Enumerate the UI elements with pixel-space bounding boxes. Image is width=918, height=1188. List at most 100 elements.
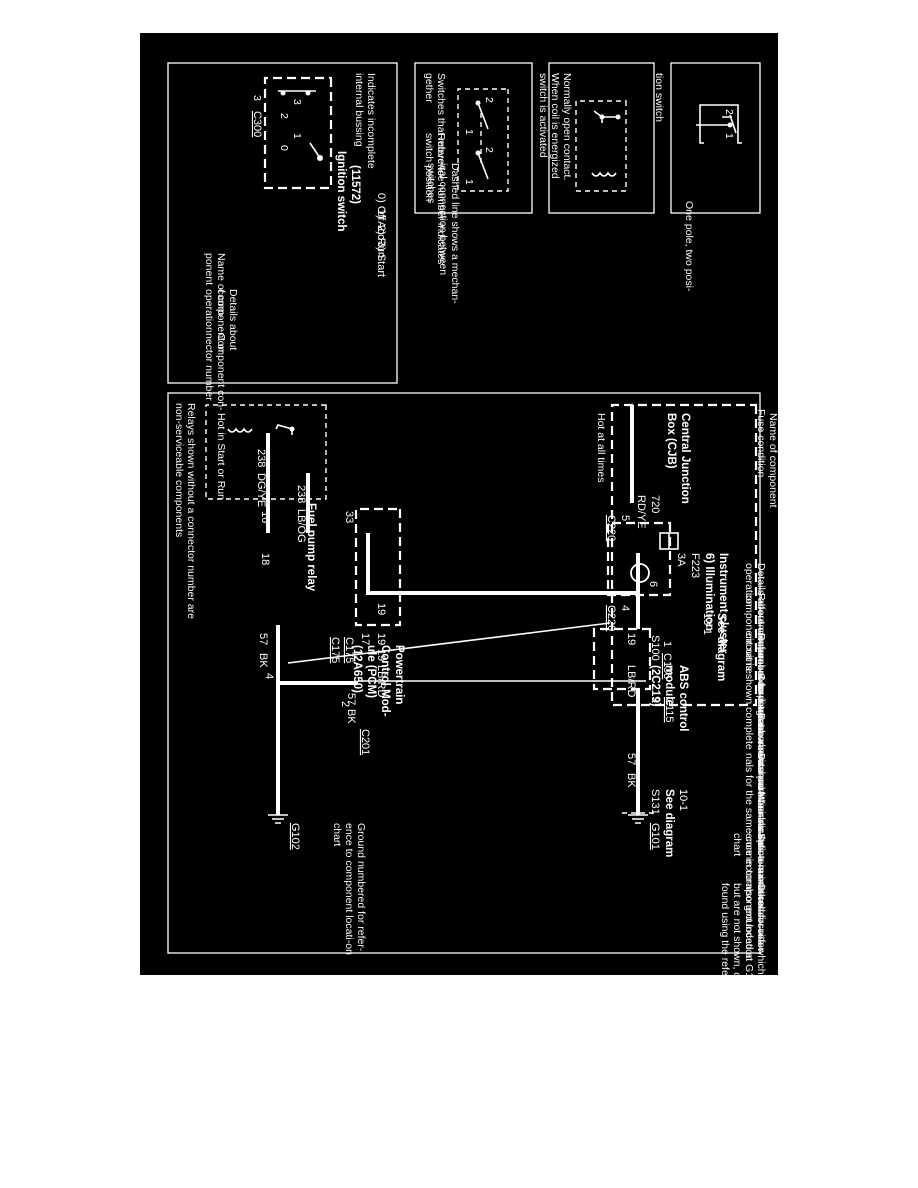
ground-note: ence to component locati-on	[343, 823, 355, 955]
fuse-condition-label: Fuse condition	[755, 409, 767, 477]
ign-callout: operation	[203, 289, 215, 333]
ign-callout: internal bussing	[353, 73, 365, 147]
ign-pin: 3	[251, 95, 263, 101]
switch-caption: One pole, two posi-	[683, 201, 695, 292]
ms-caption: switches	[425, 163, 437, 203]
wire-57-right: 57	[625, 753, 637, 765]
ign-callout: ponent	[203, 253, 215, 285]
ms-pos: 1	[463, 179, 475, 185]
wire-57a: 57	[257, 633, 269, 645]
multiswitch-box	[457, 88, 509, 192]
pcm-pin: 19	[375, 633, 387, 645]
cjb-box	[610, 403, 758, 707]
pcm-pin: 16	[259, 511, 271, 523]
abs-pin2: 2	[649, 697, 661, 703]
cluster-pin: 6	[647, 581, 659, 587]
ground-g101	[628, 814, 648, 824]
bk-right: BK	[625, 773, 637, 788]
cluster-name: Instrument cluster	[717, 553, 729, 654]
bk-b: BK	[345, 709, 357, 724]
relay-caption: switch is activated	[537, 73, 549, 158]
ign-contact: 0	[278, 145, 290, 151]
abs-name: module	[663, 665, 675, 706]
pcm-box	[354, 507, 402, 627]
s100: S100	[649, 635, 661, 661]
pcm-name: (12A650)	[351, 645, 363, 693]
ign-callout: nector number	[203, 333, 215, 401]
bk-a: BK	[257, 653, 269, 668]
ign-callout: Details about	[227, 289, 239, 350]
panel-border	[548, 62, 655, 214]
ms-caption: ical connection between	[437, 163, 449, 275]
relays-note: Relays shown without a connector number …	[185, 403, 197, 619]
ign-pos: 1) Acc	[375, 209, 387, 240]
switch-box	[699, 104, 742, 144]
c201: C201	[359, 729, 371, 755]
wire-19-mid: 19	[375, 649, 387, 661]
splice-callout	[287, 622, 611, 664]
c220b-pin: 4	[619, 605, 631, 611]
fuse-rating: 3A	[675, 553, 687, 567]
annot-splice: chart	[731, 833, 743, 856]
annot-other: also grounded at G100	[743, 883, 755, 975]
ign-part: (11572)	[349, 165, 361, 204]
annot-connector: Component connector number	[755, 673, 767, 815]
ign-pos: 0) Off	[375, 193, 387, 221]
wiring-diagram-svg: 2 1 One pole, two posi- 2 1 2 1 3 2	[167, 62, 778, 975]
ground-note: chart	[331, 823, 343, 846]
annot-details: operation	[743, 563, 755, 607]
panel-border	[670, 62, 761, 214]
legend-panel-relay	[548, 62, 655, 214]
relay-coil	[227, 427, 253, 433]
ign-pos: 2) Run	[375, 225, 387, 258]
ms-pos: 1	[463, 129, 475, 135]
annot-splice: Splice numbered for refer-	[755, 833, 767, 955]
wire-720-num: 720	[649, 495, 661, 513]
see-diagram-2: See diagram	[663, 789, 675, 857]
abs-pin1: 1	[661, 641, 673, 647]
annot-refdiag: circuit is shown complete	[743, 633, 755, 750]
switch-caption: tion switch	[653, 73, 665, 122]
relay-coil	[591, 171, 617, 177]
ign-contact: 3	[291, 99, 303, 105]
pcm-pin: 33	[343, 511, 355, 523]
ign-callout: Name of com-	[215, 253, 227, 319]
c115: C115	[663, 697, 675, 722]
ms-caption: gether	[423, 73, 435, 103]
c135: C135	[661, 653, 673, 679]
ground-g102	[268, 814, 288, 824]
annot-dashed: nals for the same connector	[743, 753, 755, 883]
g101: G101	[649, 823, 661, 850]
c175-a: C175	[343, 637, 355, 663]
fuse-id: F223	[689, 553, 701, 578]
ms-caption: Switches that move to-	[435, 73, 447, 180]
annot-base-part: Base service part number	[755, 713, 767, 833]
ign-pos: 3) Start	[375, 241, 387, 277]
cjb-name: Central Junction	[679, 413, 691, 504]
c175-b: C175	[329, 637, 341, 663]
wire-720-color: RD/YE	[635, 495, 647, 529]
wire-19-lbrd	[366, 533, 638, 595]
relay-contact	[593, 110, 618, 123]
ms-caption: Reference number indicates	[435, 133, 447, 264]
annot-refnum: Reference number for internal	[755, 593, 767, 733]
ign-callout: component or	[215, 289, 227, 354]
annot-splice: ence in component location	[743, 833, 755, 961]
wire-dgye: DG/YE	[255, 473, 267, 507]
ms-pos: 2	[483, 97, 495, 103]
hot-start-run: Hot in Start or Run	[215, 413, 227, 500]
ignition-box	[263, 76, 333, 190]
pcm-name: Control Mod-	[379, 645, 391, 717]
c220a-pin: 5	[619, 515, 631, 521]
fuel-pump-relay-label: Fuel pump relay	[305, 503, 317, 592]
main-panel-border	[167, 392, 761, 954]
ms-caption: switch position	[423, 133, 435, 201]
annot-refnum: component name	[743, 593, 755, 674]
c220a-connector: C220	[605, 515, 617, 541]
ms-caption: Dashed line shows a mechan-	[449, 163, 461, 304]
switch-blade	[696, 114, 737, 134]
panel-border	[167, 62, 398, 384]
cluster-name: 6) Illumination	[703, 553, 715, 631]
abs-name: ABS control	[677, 665, 689, 731]
see-diagram-2-ref: 10-1	[677, 789, 689, 811]
